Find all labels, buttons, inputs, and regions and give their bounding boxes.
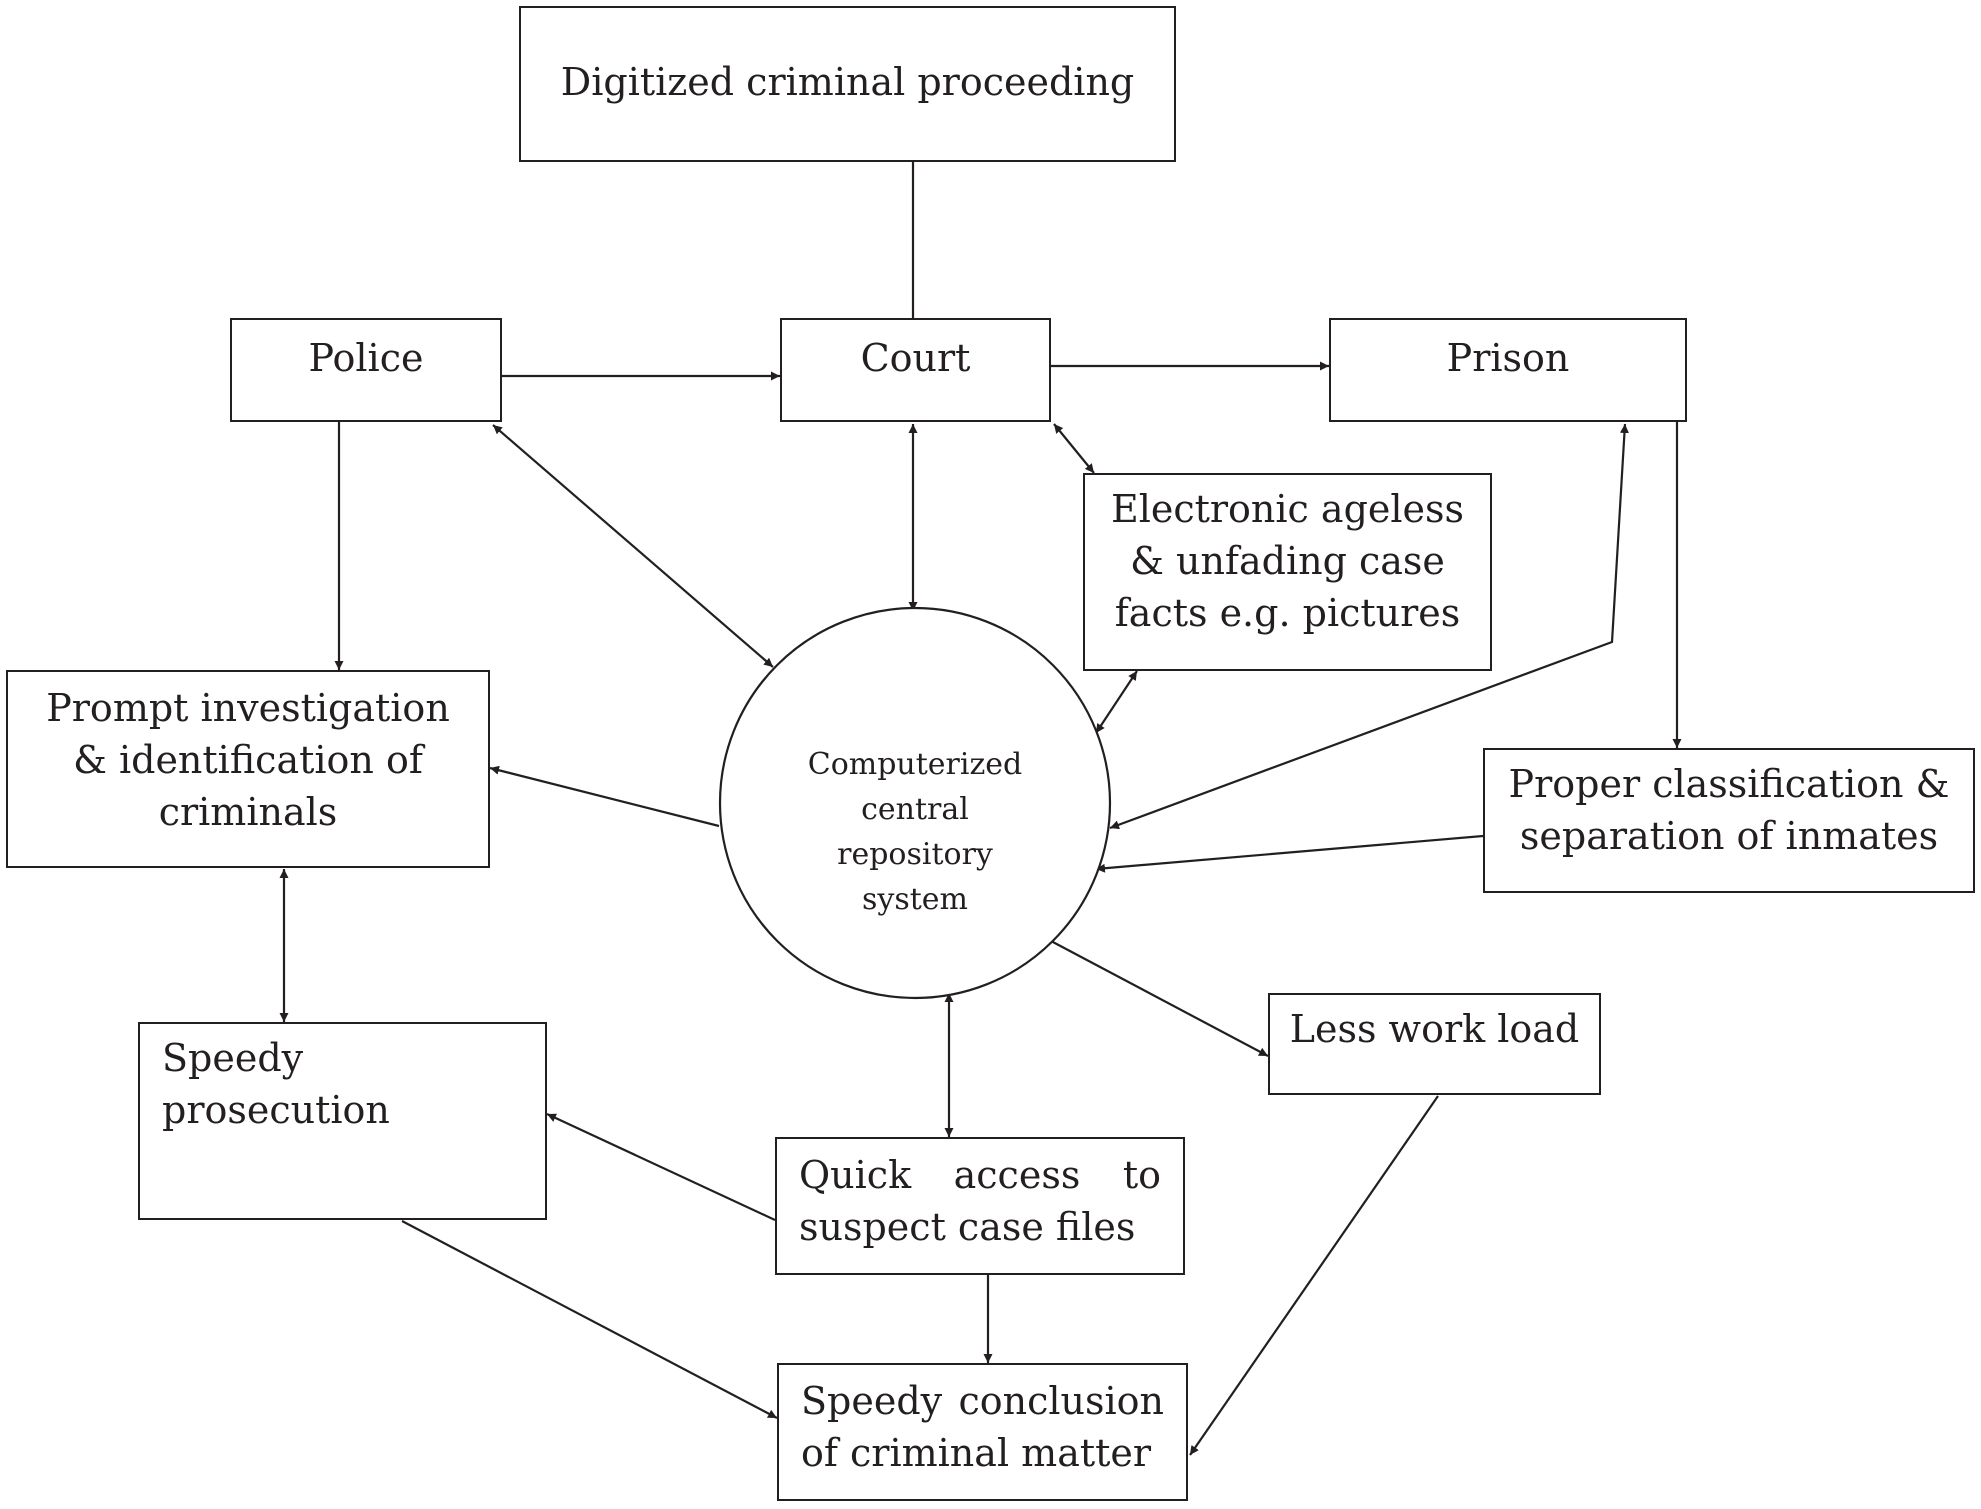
node-label-line: Speedy conclusion <box>801 1379 1164 1423</box>
node-court: Court <box>780 318 1051 422</box>
node-label: Less work load <box>1289 1007 1580 1051</box>
node-digitized-criminal-proceeding: Digitized criminal proceeding <box>519 6 1176 162</box>
node-electronic-case-facts: Electronic ageless & unfading case facts… <box>1083 473 1492 671</box>
node-label-line: criminals <box>158 790 338 834</box>
node-label-line: Computerized <box>807 747 1023 782</box>
node-label-line: central <box>861 792 969 827</box>
edge-electronic-repository <box>1095 670 1138 734</box>
node-prison: Prison <box>1329 318 1687 422</box>
node-quick-access: Quick access to suspect case files <box>775 1137 1185 1275</box>
node-less-work-load: Less work load <box>1268 993 1601 1095</box>
edge-speedy-prosecution-conclusion <box>401 1220 778 1419</box>
node-label-line: Electronic ageless <box>1110 487 1465 531</box>
node-repository: Computerized central repository system <box>765 742 1065 922</box>
node-label-line: Proper classification & <box>1508 762 1950 806</box>
edge-quick-access-speedy-prosecution <box>546 1113 776 1221</box>
edge-police-repository <box>492 424 774 668</box>
node-label-line: Speedy <box>162 1036 304 1080</box>
node-prompt-investigation: Prompt investigation & identification of… <box>6 670 490 868</box>
edge-less-work-conclusion <box>1189 1095 1439 1456</box>
node-proper-classification: Proper classification & separation of in… <box>1483 748 1975 893</box>
node-label: Digitized criminal proceeding <box>560 60 1135 104</box>
node-label-line: prosecution <box>162 1088 390 1132</box>
node-label: Police <box>308 336 424 380</box>
node-label-line: facts e.g. pictures <box>1114 591 1461 635</box>
repository-circle <box>718 606 1112 1000</box>
node-police: Police <box>230 318 502 422</box>
node-label: Prison <box>1446 336 1570 380</box>
node-label-line: & unfading case <box>1130 539 1445 583</box>
edge-proper-repository <box>1095 834 1484 873</box>
node-label-line: & identification of <box>73 738 423 782</box>
node-label-line: Prompt investigation <box>46 686 450 730</box>
node-label-line: of criminal matter <box>801 1431 1152 1475</box>
edge-prison-repository <box>1109 423 1629 830</box>
node-speedy-conclusion: Speedy conclusion of criminal matter <box>777 1363 1188 1501</box>
edge-court-electronic <box>1053 423 1095 474</box>
node-label-line: system <box>862 882 968 917</box>
node-label-line: repository <box>837 837 993 872</box>
node-speedy-prosecution: Speedy prosecution <box>138 1022 547 1220</box>
node-label-line: separation of inmates <box>1519 814 1939 858</box>
edge-repository-less-work <box>1050 940 1269 1057</box>
node-label-line: suspect case files <box>799 1205 1136 1249</box>
node-label-line: Quick access to <box>799 1153 1161 1197</box>
edge-repository-prompt <box>489 765 720 828</box>
node-label: Court <box>860 336 971 380</box>
